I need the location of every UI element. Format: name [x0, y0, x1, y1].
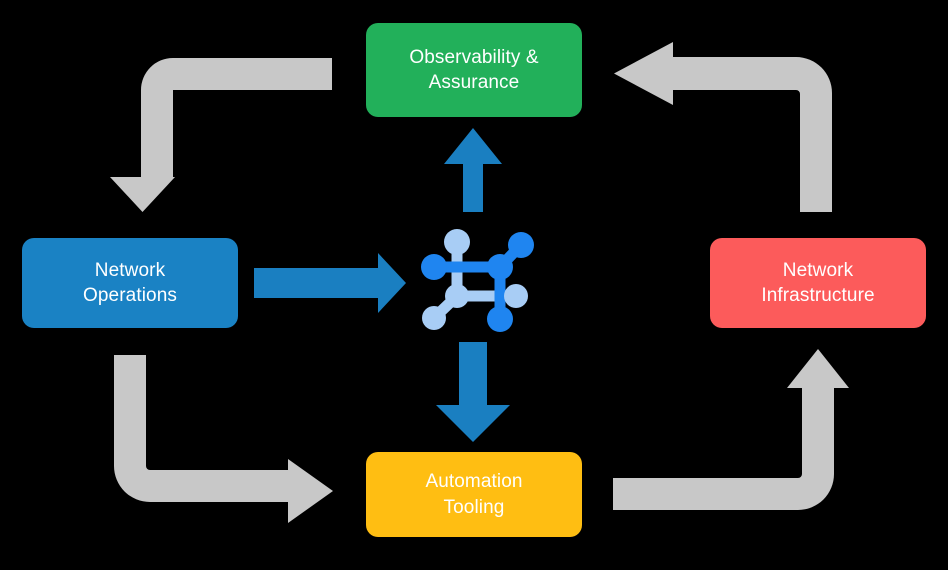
node-network-infrastructure[interactable]: Network Infrastructure: [710, 238, 926, 328]
node-observability-assurance[interactable]: Observability & Assurance: [366, 23, 582, 117]
connector-operations-to-center: [254, 253, 406, 313]
network-topology-icon: [421, 229, 534, 332]
node-observability-label: Observability & Assurance: [409, 46, 539, 93]
connector-automation-to-infrastructure: [613, 349, 849, 510]
connector-observability-to-operations: [110, 58, 332, 212]
node-operations-label: Network Operations: [83, 259, 177, 306]
node-automation-tooling[interactable]: Automation Tooling: [366, 452, 582, 537]
connector-operations-to-automation: [114, 355, 333, 523]
connector-center-to-automation: [436, 342, 510, 442]
node-network-operations[interactable]: Network Operations: [22, 238, 238, 328]
icon-primary-nodes: [421, 232, 534, 332]
node-automation-label: Automation Tooling: [425, 471, 523, 518]
connector-center-to-observability: [444, 128, 502, 212]
icon-secondary-nodes: [422, 229, 528, 330]
node-infrastructure-label: Network Infrastructure: [761, 259, 875, 306]
connector-infrastructure-to-observability: [614, 42, 832, 212]
